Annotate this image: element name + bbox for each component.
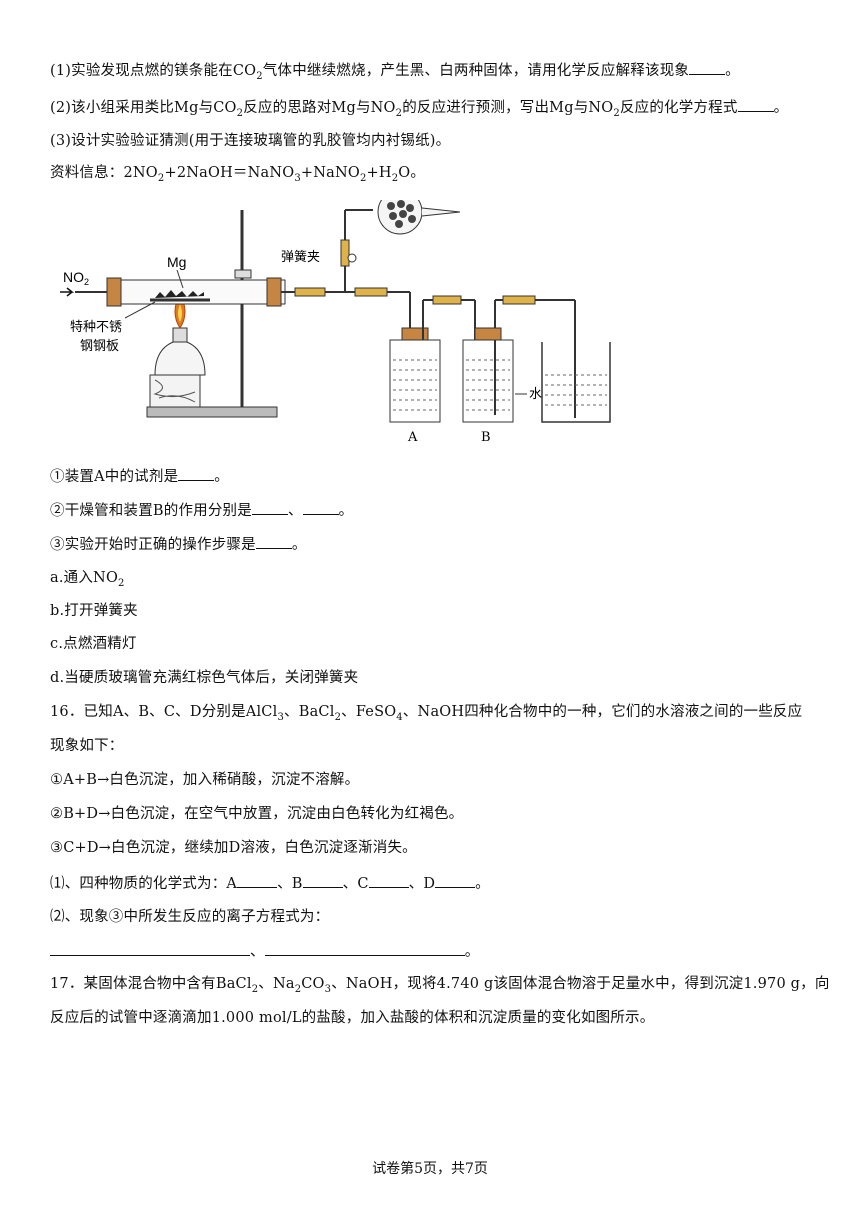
answer-blank[interactable] [302, 873, 343, 888]
q16-sub1: ⑴、四种物质的化学式为：A、B、C、D。 [50, 873, 490, 894]
q15-part3: (3)设计实验验证猜测(用于连接玻璃管的乳胶管均内衬锡纸)。 [50, 133, 451, 149]
q17-line1: 17．某固体混合物中含有BaCl2、Na2CO3、NaOH，现将4.740 g该… [50, 976, 830, 995]
beaker [541, 342, 611, 423]
label-no2: NO2 [63, 269, 89, 287]
q15-sub3: ③实验开始时正确的操作步骤是。 [50, 534, 307, 555]
rubber-joint-4 [502, 295, 536, 305]
drying-tube-stem [421, 207, 461, 217]
q16-answer-line: 、。 [50, 941, 479, 962]
answer-blank[interactable] [255, 534, 292, 549]
q15-part1: (1)实验发现点燃的镁条能在CO2气体中继续燃烧，产生黑、白两种固体，请用化学反… [50, 60, 740, 87]
q16-reaction2: ②B+D→白色沉淀，在空气中放置，沉淀由白色转化为红褐色。 [50, 806, 464, 822]
q15-sub1: ①装置A中的试剂是。 [50, 466, 229, 487]
answer-blank[interactable] [178, 466, 215, 481]
option-d: d.当硬质玻璃管充满红棕色气体后，关闭弹簧夹 [50, 670, 359, 686]
wood-block [149, 374, 201, 408]
option-c: c.点燃酒精灯 [50, 636, 137, 652]
stopper-b [474, 327, 502, 341]
mg-sample [155, 290, 204, 298]
label-bottle-b: B [481, 430, 491, 445]
answer-blank[interactable] [50, 941, 250, 956]
q16-reaction1: ①A+B→白色沉淀，加入稀硝酸，沉淀不溶解。 [50, 772, 360, 788]
bottle-a [389, 339, 441, 423]
rubber-joint-1 [294, 287, 326, 297]
arrow-icon [60, 287, 75, 297]
q15-sub2: ②干燥管和装置B的作用分别是、。 [50, 500, 353, 521]
rubber-joint-3 [432, 295, 462, 305]
answer-blank[interactable] [435, 873, 476, 888]
option-b: b.打开弹簧夹 [50, 603, 138, 619]
flame-core [178, 304, 182, 322]
label-plate-line1: 特种不锈 [70, 320, 122, 335]
q16-line1: 16．已知A、B、C、D分别是AlCl3、BaCl2、FeSO4、NaOH四种化… [50, 704, 803, 723]
q16-line2: 现象如下： [50, 738, 124, 754]
label-plate-line2: 钢钢板 [80, 339, 119, 354]
answer-blank[interactable] [302, 500, 339, 515]
lamp-neck [172, 327, 188, 343]
stopper-left [106, 277, 122, 307]
answer-blank[interactable] [264, 941, 465, 956]
q17-line2: 反应后的试管中逐滴滴加1.000 mol/L的盐酸，加入盐酸的体积和沉淀质量的变… [50, 1010, 655, 1026]
label-water: 水 [529, 387, 542, 402]
q16-reaction3: ③C+D→白色沉淀，继续加D溶液，白色沉淀逐渐消失。 [50, 840, 417, 856]
answer-blank[interactable] [689, 60, 726, 75]
clamp-top [234, 269, 252, 279]
label-spring-clip: 弹簧夹 [281, 249, 320, 265]
q16-sub2: ⑵、现象③中所发生反应的离子方程式为： [50, 909, 330, 925]
bottle-b [462, 339, 514, 423]
label-mg: Mg [167, 254, 186, 270]
stand-base [146, 406, 278, 418]
answer-blank[interactable] [251, 500, 288, 515]
apparatus-diagram: NO2 Mg 弹簧夹 特种不锈 钢钢板 水 A B [60, 200, 611, 445]
answer-blank[interactable] [737, 97, 774, 112]
label-bottle-a: A [407, 430, 418, 445]
wood-grain [153, 379, 196, 403]
stopper-a [401, 327, 429, 341]
rubber-joint-2 [354, 287, 388, 297]
answer-blank[interactable] [237, 873, 278, 888]
spring-clip [347, 253, 357, 263]
spirit-lamp [154, 339, 206, 376]
spring-clip-tube [340, 239, 350, 267]
answer-blank[interactable] [368, 873, 409, 888]
page-footer: 试卷第5页，共7页 [372, 1161, 488, 1177]
stopper-right [266, 277, 282, 307]
q15-info: 资料信息：2NO2+2NaOH＝NaNO3+NaNO2+H2O。 [50, 165, 426, 184]
option-a: a.通入NO2 [50, 570, 125, 589]
q15-part2: (2)该小组采用类比Mg与CO2反应的思路对Mg与NO2的反应进行预测，写出Mg… [50, 97, 788, 124]
